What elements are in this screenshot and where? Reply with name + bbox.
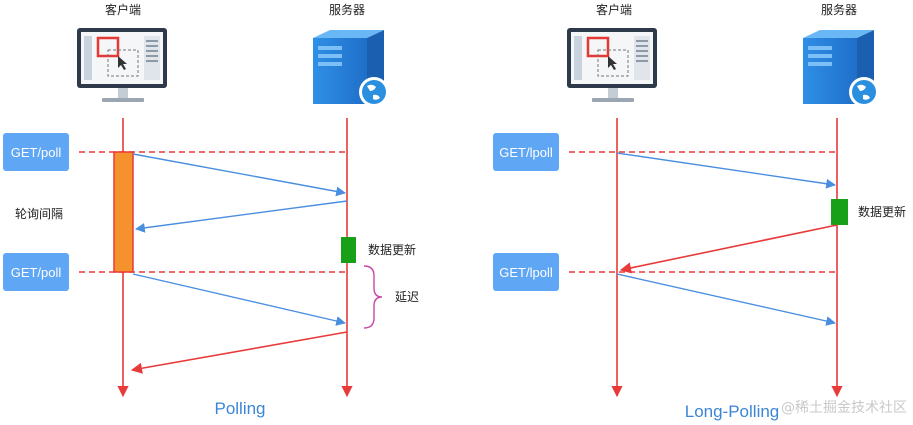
delay-brace	[363, 265, 383, 329]
left-response-arrow-1	[135, 200, 348, 233]
left-data-update-block	[341, 237, 356, 263]
left-server-label: 服务器	[328, 3, 366, 17]
left-request-box-2: GET/poll	[3, 253, 69, 291]
polling-interval-bar	[113, 151, 134, 273]
left-request-box-1: GET/poll	[3, 133, 69, 171]
right-server-icon	[803, 30, 879, 107]
right-data-update-label: 数据更新	[857, 205, 907, 219]
right-data-update-block	[831, 199, 848, 225]
left-request-arrow-2	[132, 273, 346, 326]
right-client-label: 客户端	[595, 3, 633, 17]
right-request-arrow-1	[616, 152, 836, 189]
left-server-icon	[313, 30, 389, 107]
right-request-box-1: GET/lpoll	[493, 133, 559, 171]
right-response-arrow	[619, 224, 838, 274]
watermark: @稀土掘金技术社区	[781, 400, 907, 416]
right-server-label: 服务器	[820, 3, 858, 17]
left-data-update-label: 数据更新	[367, 243, 417, 257]
left-response-arrow-2	[130, 331, 348, 374]
right-client-monitor-icon	[567, 28, 657, 102]
right-request-box-2: GET/lpoll	[493, 253, 559, 291]
right-request-arrow-2	[616, 273, 836, 326]
polling-caption: Polling	[214, 399, 266, 418]
left-request-arrow-1	[132, 153, 346, 197]
left-client-label: 客户端	[104, 3, 142, 17]
polling-interval-label: 轮询间隔	[14, 207, 64, 221]
delay-label: 延迟	[394, 290, 420, 304]
long-polling-caption: Long-Polling	[684, 402, 780, 421]
left-client-monitor-icon	[77, 28, 167, 102]
